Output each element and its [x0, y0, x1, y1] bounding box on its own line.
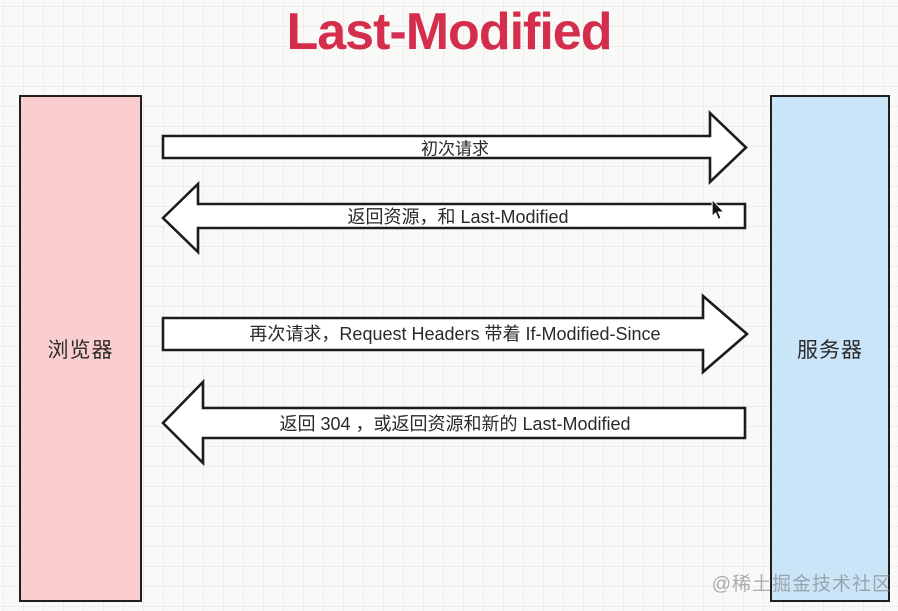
mouse-pointer-icon: [711, 199, 726, 221]
arrow-left-return-304-icon: [161, 378, 747, 467]
arrow-right-initial-request-icon: [161, 109, 748, 186]
browser-actor-label: 浏览器: [47, 338, 114, 362]
message-label-initial-request: 初次请求: [421, 139, 489, 159]
watermark: @稀土掘金技术社区: [711, 574, 892, 595]
message-label-revalidate-request: 再次请求，Request Headers 带着 If-Modified-Sinc…: [249, 324, 661, 344]
server-actor-box: 服务器: [770, 95, 890, 602]
arrow-right-revalidate-request-icon: [161, 293, 749, 375]
message-label-return-304: 返回 304 ，或返回资源和新的 Last-Modified: [279, 414, 631, 434]
browser-actor-box: 浏览器: [19, 95, 142, 602]
message-label-return-resource: 返回资源，和 Last-Modified: [347, 207, 569, 227]
server-actor-label: 服务器: [797, 338, 863, 362]
arrow-left-return-resource-icon: [161, 180, 747, 256]
page-title: Last-Modified: [286, 3, 613, 61]
